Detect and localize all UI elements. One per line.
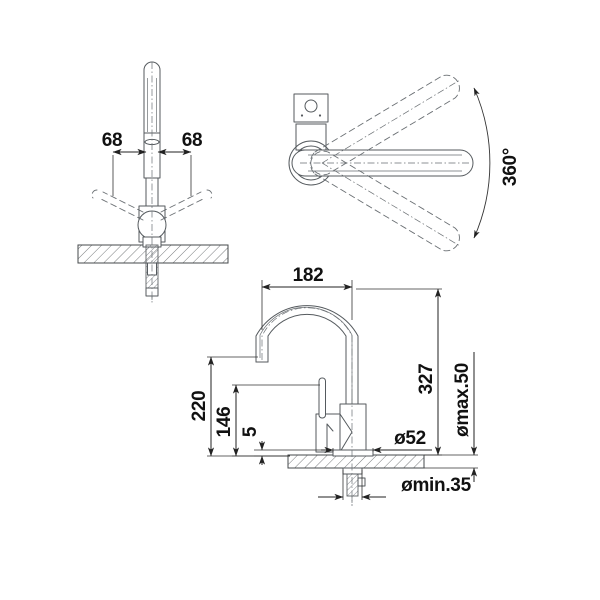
- dimension-label-o52: ø52: [394, 428, 426, 449]
- top-view-spout-solid: [291, 149, 474, 177]
- dimension-omax50: ømax.50: [424, 352, 478, 482]
- front-view: 68 68: [77, 61, 229, 305]
- dimension-label-68-right: 68: [182, 130, 203, 151]
- dimension-label-182: 182: [293, 265, 324, 286]
- front-view-swivel-ghost-arms: [91, 189, 213, 221]
- dimension-omin35: ømin.35: [318, 470, 472, 501]
- side-view-base-ring: [332, 449, 374, 457]
- dimension-label-omax50: ømax.50: [452, 363, 473, 437]
- dimension-label-220: 220: [189, 391, 210, 422]
- top-view-body-block: [293, 93, 329, 151]
- dimension-label-omin35: ømin.35: [401, 475, 471, 496]
- top-view: 360°: [288, 74, 521, 252]
- dimension-220: 220: [189, 356, 290, 457]
- side-view-countertop: [287, 454, 425, 469]
- top-view-spout-ghost-lower: [310, 150, 461, 252]
- dimension-o52: ø52: [321, 428, 432, 454]
- side-view: 182 220 146 5: [189, 265, 478, 506]
- dimension-label-5: 5: [240, 426, 261, 437]
- dimension-182: 182: [261, 265, 353, 330]
- dimension-360-angle: 360°: [473, 87, 521, 239]
- side-view-spout: [255, 305, 359, 440]
- dimension-68-pair: 68 68: [102, 130, 203, 196]
- side-view-body: [315, 403, 367, 457]
- dimension-5: 5: [240, 426, 333, 465]
- side-view-lever-handle: [318, 377, 326, 419]
- dimension-label-360: 360°: [500, 148, 521, 186]
- dimension-146: 146: [214, 384, 320, 457]
- dimension-label-327: 327: [416, 364, 437, 395]
- dimension-label-146: 146: [214, 407, 235, 438]
- dimension-label-68-left: 68: [102, 130, 123, 151]
